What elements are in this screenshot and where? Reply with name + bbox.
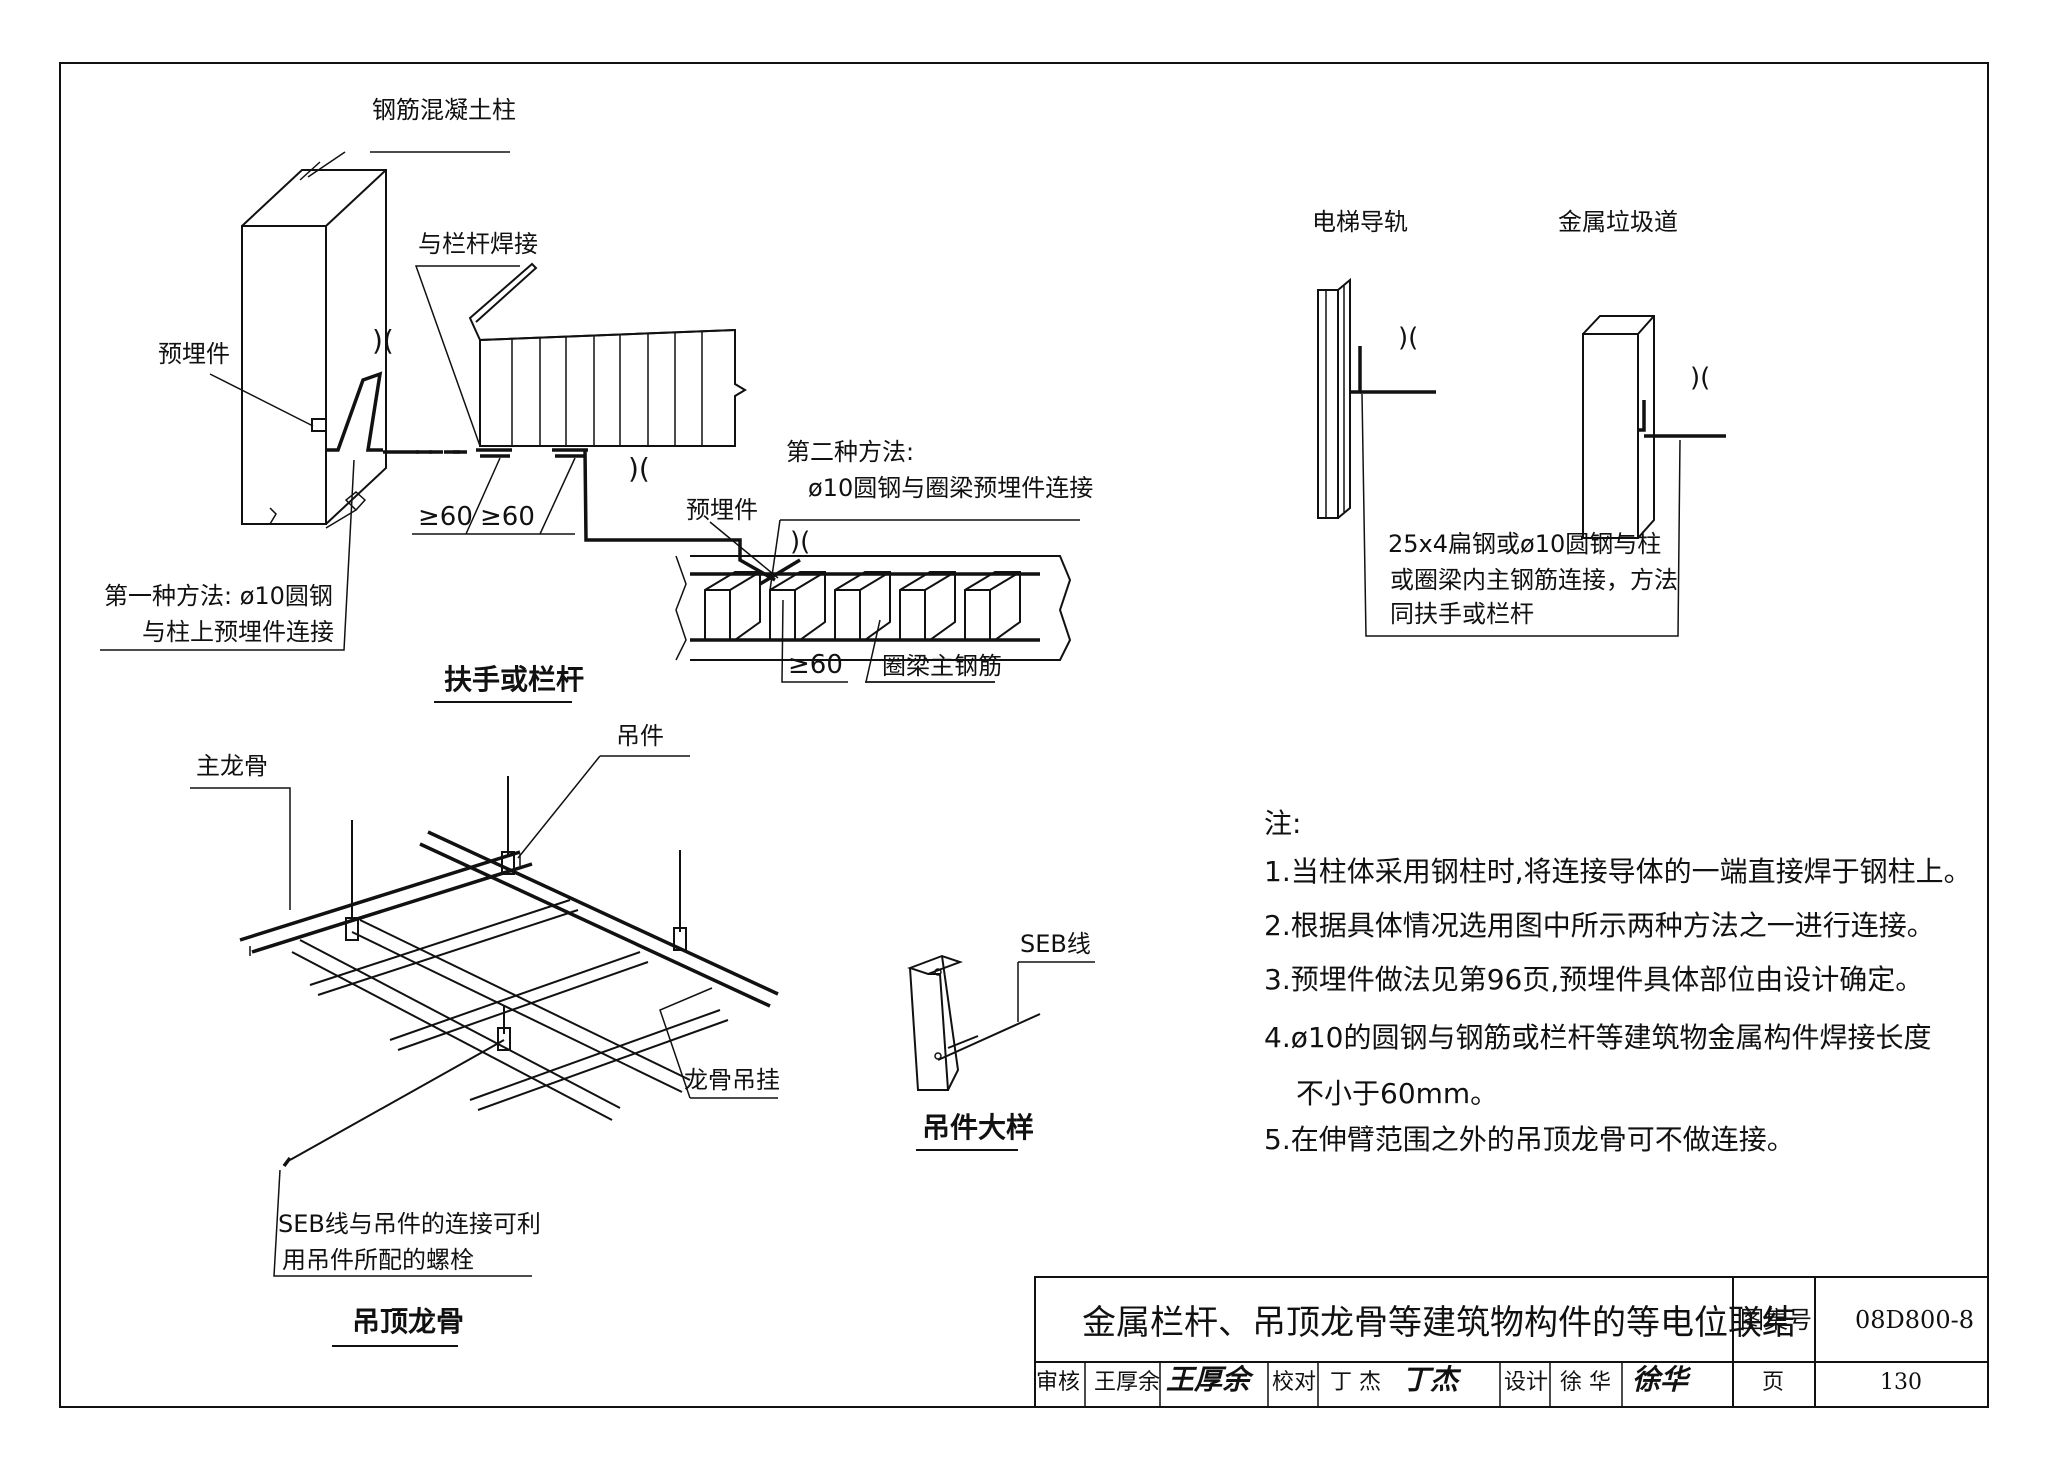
notes-heading: 注: [1264,807,1302,840]
title-block [1034,1276,1989,1408]
svg-text:)(: )( [1398,323,1418,353]
design-label: 设计 [1504,1370,1549,1395]
beam-rebar-label: 圈梁主钢筋 [882,652,1002,680]
ceiling-keel-title: 吊顶龙骨 [352,1305,465,1338]
check-name: 丁 杰 [1330,1370,1381,1395]
hanger-detail-title: 吊件大样 [922,1111,1035,1144]
garbage-chute-label: 金属垃圾道 [1558,208,1678,236]
dim-b: ≥60 [480,502,535,532]
note-item: 5.在伸臂范围之外的吊顶龙骨可不做连接。 [1264,1123,1795,1156]
note-item: 4.ø10的圆钢与钢筋或栏杆等建筑物金属构件焊接长度 [1264,1021,1932,1054]
elevator-rail-label: 电梯导轨 [1312,208,1408,236]
svg-text:)(: )( [1690,363,1710,393]
svg-text:)(: )( [628,452,650,485]
elevator-note-line3: 同扶手或栏杆 [1390,600,1534,628]
weld-label: 与栏杆焊接 [418,230,538,258]
design-signature: 徐华 [1632,1363,1689,1396]
svg-text:)(: )( [790,527,810,557]
seb-wire-label: SEB线 [1020,930,1091,958]
review-label: 审核 [1036,1370,1081,1395]
page-label: 页 [1762,1370,1785,1395]
atlas-no: 08D800-8 [1855,1306,1974,1334]
elevator-note-line2: 或圈梁内主钢筋连接，方法 [1390,566,1678,594]
note-item: 不小于60mm。 [1296,1077,1499,1110]
keel-hanger-label: 龙骨吊挂 [684,1066,780,1094]
note-item: 3.预埋件做法见第96页,预埋件具体部位由设计确定。 [1264,963,1924,996]
main-keel-label: 主龙骨 [196,752,268,780]
elevator-note-line1: 25x4扁钢或ø10圆钢与柱 [1388,530,1662,558]
handrail-diagram: )( )( [100,151,776,703]
atlas-no-label: 图集号 [1740,1306,1812,1334]
sheet-title: 金属栏杆、吊顶龙骨等建筑物构件的等电位联结 [1082,1303,1796,1343]
page-number: 130 [1880,1370,1922,1395]
check-signature: 丁杰 [1402,1363,1459,1396]
review-signature: 王厚余 [1166,1363,1251,1396]
note-item: 2.根据具体情况选用图中所示两种方法之一进行连接。 [1264,909,1935,942]
handrail-title: 扶手或栏杆 [444,663,585,696]
review-name: 王厚余 [1094,1370,1161,1395]
method2-line2: ø10圆钢与圈梁预埋件连接 [808,474,1094,502]
embed-label: 预埋件 [158,340,230,368]
ring-beam-diagram: )( [675,519,1080,683]
dim-a: ≥60 [418,502,473,532]
method1-line2: 与柱上预埋件连接 [142,618,334,646]
note-item: 1.当柱体采用钢柱时,将连接导体的一端直接焊于钢柱上。 [1264,855,1972,888]
method2-line1: 第二种方法: [786,438,915,466]
dim-c: ≥60 [788,650,843,680]
hanger-label: 吊件 [616,722,664,750]
embed2-label: 预埋件 [686,496,758,524]
elevator-rail-diagram: )( )( [1317,277,1726,637]
weld-symbol-icon: )( [372,324,394,357]
design-name: 徐 华 [1560,1370,1611,1395]
ceiling-keel-diagram [190,755,779,1347]
check-label: 校对 [1272,1370,1317,1395]
seb-note-line1: SEB线与吊件的连接可利 [278,1210,541,1238]
sheet-border [59,62,1989,1408]
method1-line1: 第一种方法: ø10圆钢 [104,582,333,610]
seb-note-line2: 用吊件所配的螺栓 [282,1246,474,1274]
hanger-detail-diagram [907,954,1095,1151]
column-label: 钢筋混凝土柱 [372,96,516,124]
